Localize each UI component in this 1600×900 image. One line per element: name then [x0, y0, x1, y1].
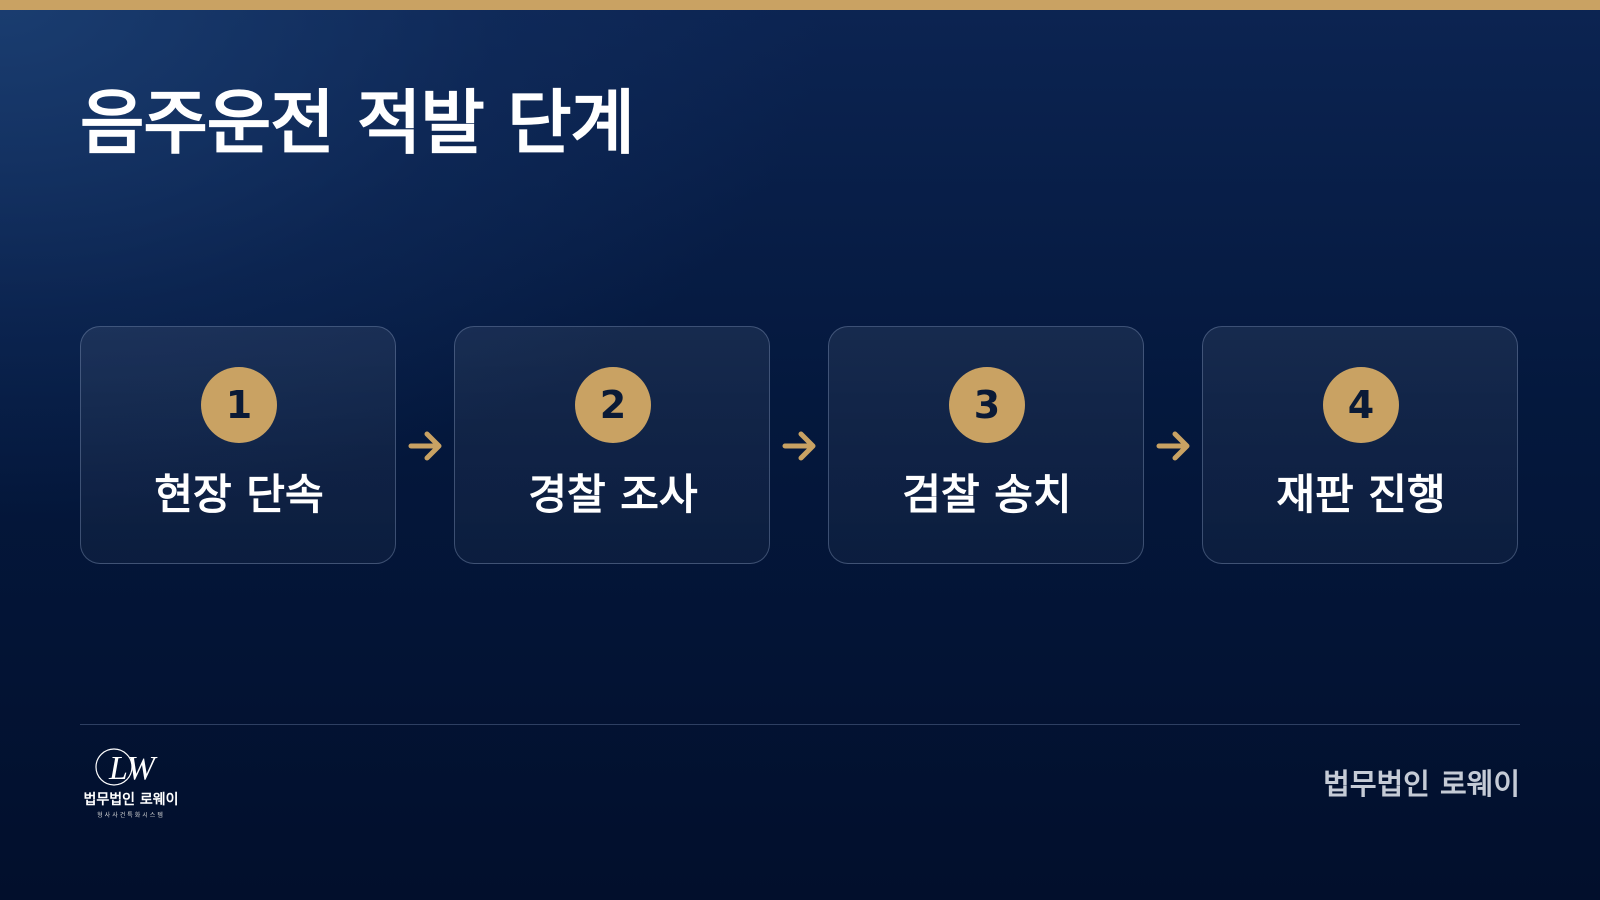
- step-number-badge: 2: [575, 367, 651, 443]
- step-card-2: 2 경찰 조사: [454, 326, 770, 564]
- footer-divider: [80, 724, 1520, 725]
- step-card-3: 3 검찰 송치: [828, 326, 1144, 564]
- step-card-4: 4 재판 진행: [1202, 326, 1518, 564]
- arrow-right-icon: [1156, 431, 1190, 461]
- firm-logo: LW 법무법인 로웨이 형사사건특화시스템: [78, 746, 184, 824]
- page-title: 음주운전 적발 단계: [80, 82, 635, 164]
- logo-initials: LW: [108, 750, 158, 787]
- arrow-right-icon: [408, 431, 442, 461]
- footer-firm-name: 법무법인 로웨이: [1323, 767, 1520, 801]
- step-label: 경찰 조사: [528, 470, 698, 519]
- step-card-1: 1 현장 단속: [80, 326, 396, 564]
- step-number-badge: 3: [949, 367, 1025, 443]
- logo-subtitle: 형사사건특화시스템: [97, 812, 165, 819]
- step-label: 현장 단속: [154, 470, 324, 519]
- arrow-right-icon: [782, 431, 816, 461]
- process-steps: 1 현장 단속 2 경찰 조사 3 검찰 송치 4 재판 진행: [80, 326, 1520, 566]
- step-label: 검찰 송치: [902, 470, 1072, 519]
- step-number-badge: 4: [1323, 367, 1399, 443]
- logo-name: 법무법인 로웨이: [83, 792, 179, 808]
- top-accent-bar: [0, 0, 1600, 10]
- step-number-badge: 1: [201, 367, 277, 443]
- step-label: 재판 진행: [1276, 470, 1446, 519]
- logo-monogram-icon: LW: [95, 748, 158, 787]
